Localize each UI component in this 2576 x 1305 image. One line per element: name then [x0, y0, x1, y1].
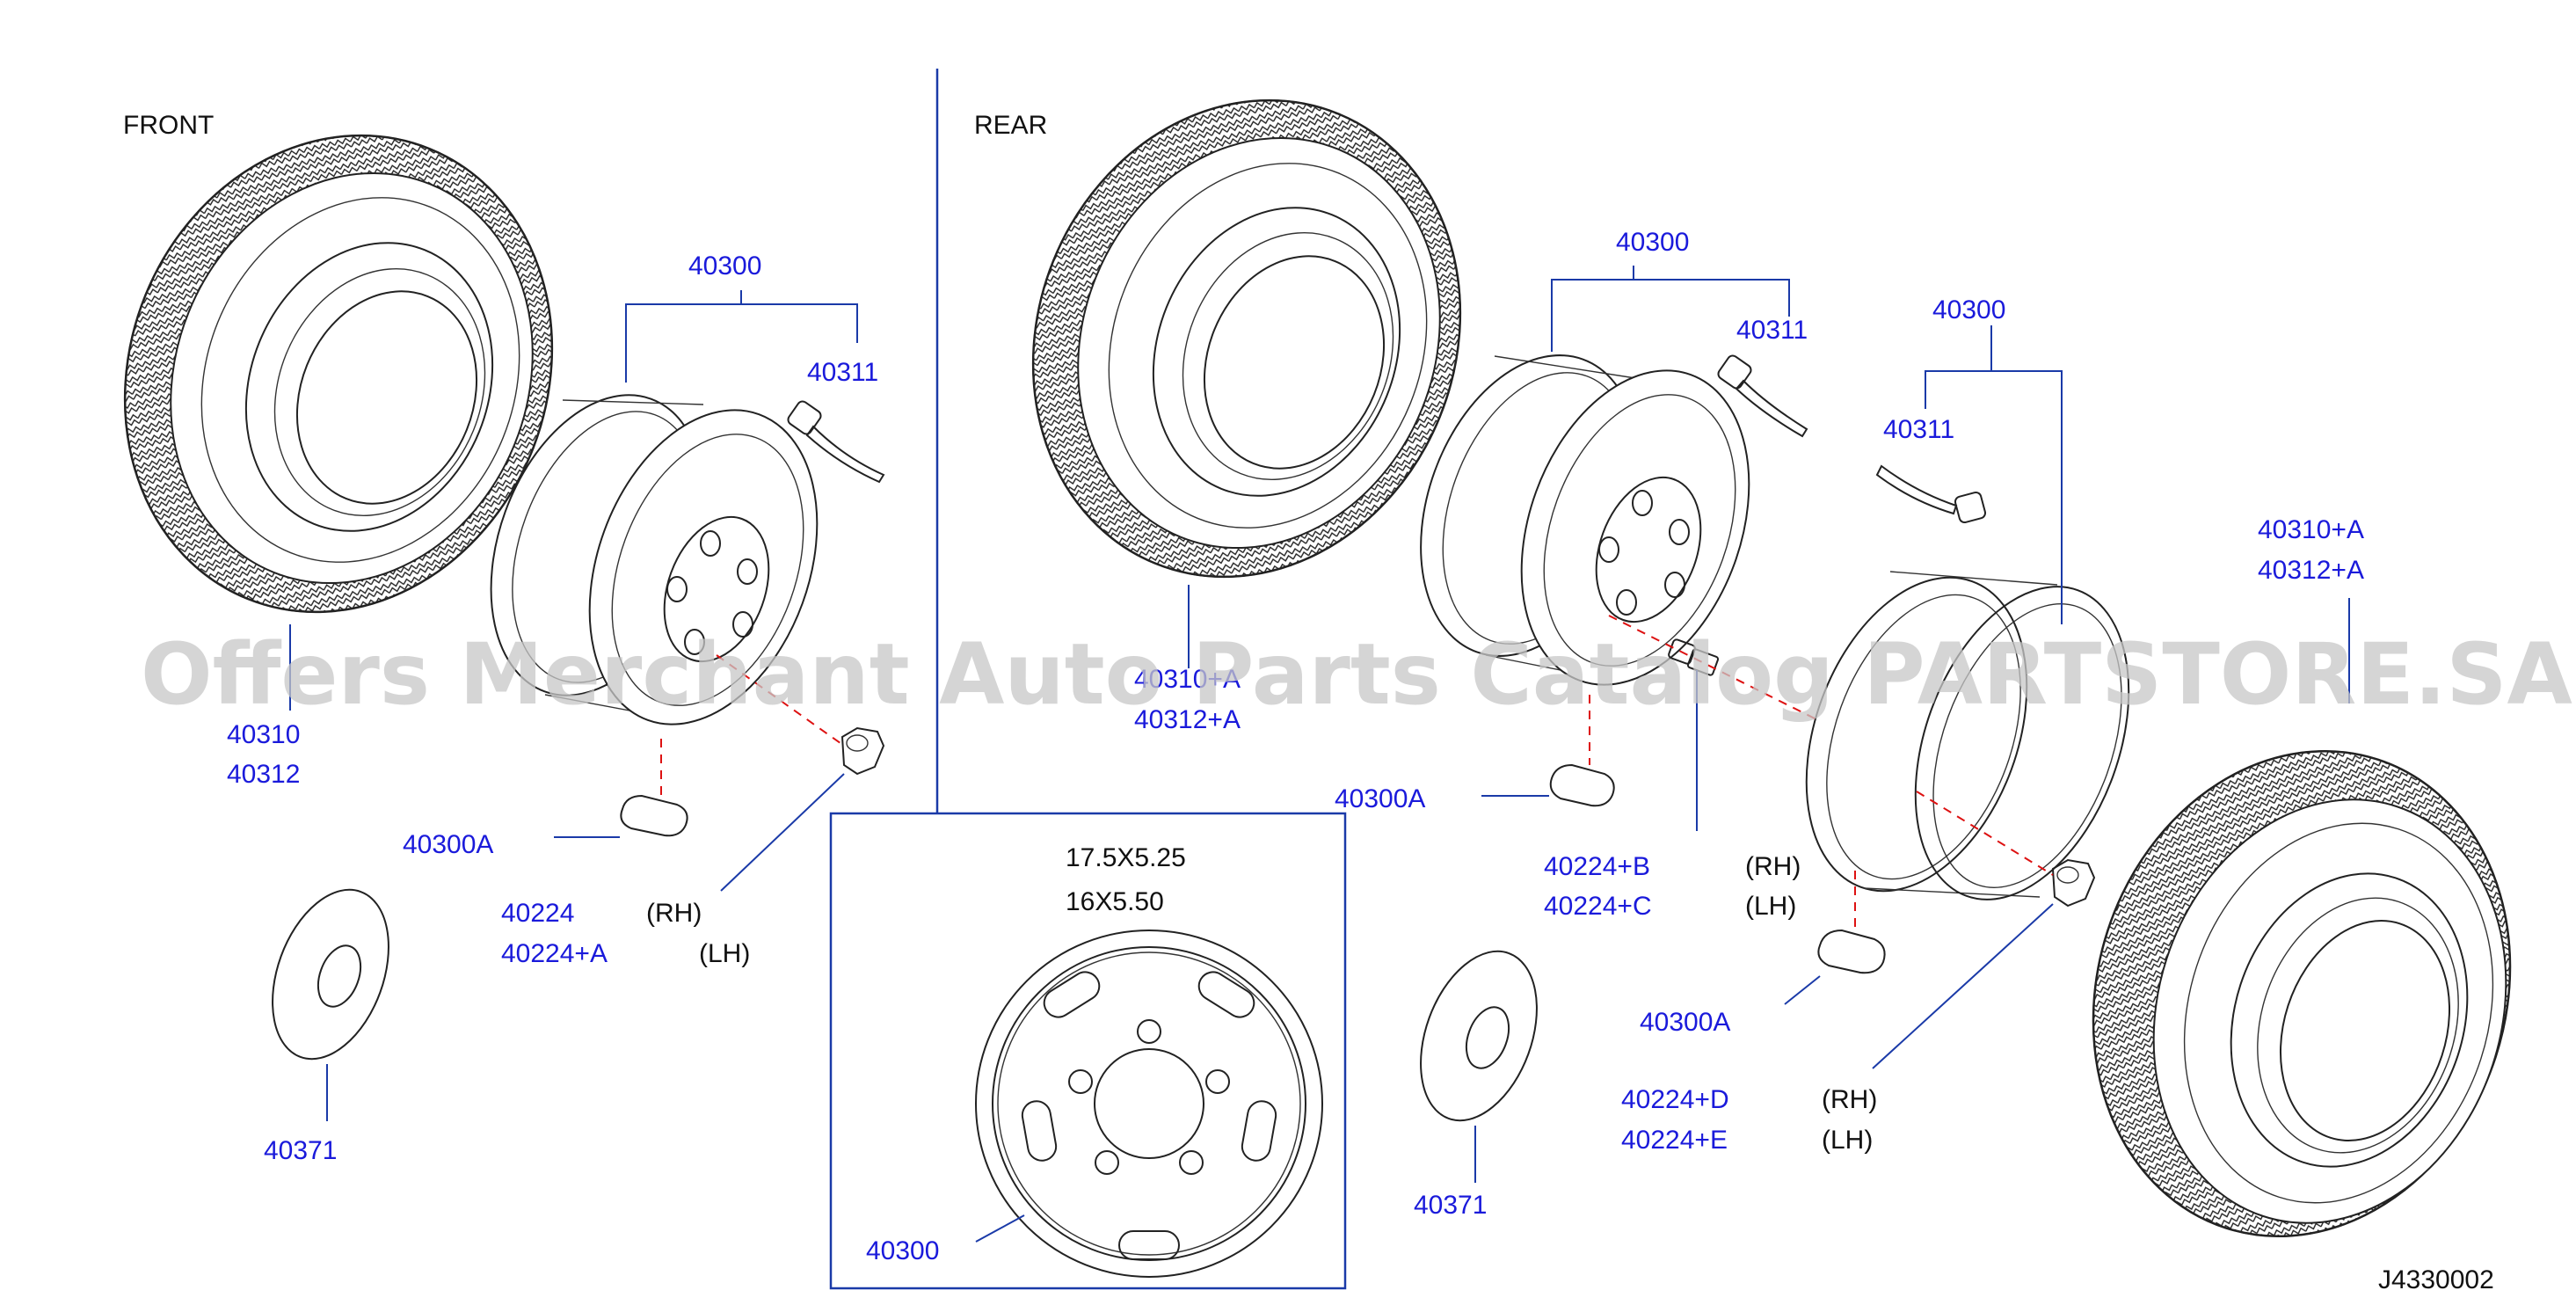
rear-outer-tire	[2092, 749, 2512, 1238]
rear-hub-cap	[1420, 950, 1538, 1122]
label-front-tire-b[interactable]: 40312	[227, 760, 300, 789]
leader-rear-outer-nut	[1872, 903, 2054, 1069]
rear-inner-wheel-nut	[1668, 638, 1720, 676]
front-tire	[123, 134, 554, 614]
label-rear-nut-inner-rh[interactable]: 40224+B	[1544, 852, 1650, 881]
leader-front-wheel	[625, 290, 858, 383]
front-balance-weight	[620, 794, 688, 837]
inset-size-1: 17.5X5.25	[1066, 843, 1186, 872]
centerline-rear-outer-nut	[1916, 791, 2054, 876]
diagram-code: J4330002	[2378, 1265, 2494, 1294]
label-front-weight[interactable]: 40300A	[403, 830, 493, 859]
leader-inset-wheel	[975, 1214, 1025, 1243]
label-rear-nut-inner-lh[interactable]: 40224+C	[1544, 892, 1652, 921]
inset-frame	[829, 812, 1347, 1290]
side-front-lh: (LH)	[699, 939, 750, 968]
inset-size-2: 16X5.50	[1066, 887, 1164, 916]
label-rear-cap[interactable]: 40371	[1414, 1191, 1487, 1220]
side-rear-inner-rh: (RH)	[1745, 852, 1801, 881]
rear-inner-wheel	[1420, 354, 1750, 686]
label-rear-tire-outer-a[interactable]: 40310+A	[2258, 515, 2364, 544]
label-front-valve[interactable]: 40311	[807, 358, 878, 387]
rear-outer-wheel	[1805, 571, 2130, 900]
label-front-nut-rh[interactable]: 40224	[501, 899, 574, 928]
front-hub-cap	[272, 888, 389, 1061]
label-front-cap[interactable]: 40371	[264, 1136, 337, 1165]
rear-outer-balance-weight	[1817, 929, 1886, 974]
side-front-rh: (RH)	[646, 899, 702, 928]
leader-rear-outer-weight	[1784, 975, 1821, 1005]
rear-inner-balance-weight	[1549, 763, 1615, 807]
label-rear-tire-inner-b[interactable]: 40312+A	[1134, 705, 1241, 734]
rear-inner-valve-stem	[1717, 354, 1808, 438]
label-rear-valve-outer[interactable]: 40311	[1883, 415, 1954, 444]
front-wheel-nut	[840, 726, 885, 776]
front-wheel	[490, 394, 819, 725]
label-rear-valve-inner[interactable]: 40311	[1736, 316, 1808, 345]
section-rear: REAR	[974, 111, 1047, 140]
inset-wheel-front-view	[975, 930, 1323, 1278]
watermark: Offers Merchant Auto Parts Catalog PARTS…	[141, 625, 2572, 724]
label-front-wheel[interactable]: 40300	[688, 252, 761, 281]
rear-outer-wheel-nut	[2051, 858, 2096, 908]
side-rear-outer-lh: (LH)	[1822, 1126, 1873, 1155]
label-rear-wheel-outer[interactable]: 40300	[1932, 295, 2005, 324]
label-inset-wheel[interactable]: 40300	[866, 1236, 939, 1265]
label-front-nut-lh[interactable]: 40224+A	[501, 939, 608, 968]
side-rear-outer-rh: (RH)	[1822, 1085, 1877, 1114]
label-rear-weight-inner[interactable]: 40300A	[1335, 784, 1425, 813]
label-rear-tire-outer-b[interactable]: 40312+A	[2258, 556, 2364, 585]
label-rear-nut-outer-rh[interactable]: 40224+D	[1621, 1085, 1729, 1114]
leader-rear-inner-wheel	[1551, 266, 1790, 352]
centerline-rear-nut	[1608, 615, 1821, 722]
label-rear-wheel-inner[interactable]: 40300	[1616, 228, 1689, 257]
label-rear-weight-outer[interactable]: 40300A	[1640, 1008, 1730, 1037]
label-rear-nut-outer-lh[interactable]: 40224+E	[1621, 1126, 1728, 1155]
rear-outer-valve-stem	[1875, 464, 1987, 524]
side-rear-inner-lh: (LH)	[1745, 892, 1796, 921]
labels: FRONT REAR 17.5X5.25 16X5.50 40300 40311…	[123, 111, 2494, 1294]
rear-inner-tire	[1031, 98, 1462, 579]
front-valve-stem	[787, 400, 885, 484]
centerline-front-nut	[716, 654, 845, 747]
leader-front-nut	[720, 773, 845, 892]
section-front: FRONT	[123, 111, 214, 140]
label-front-tire-a[interactable]: 40310	[227, 720, 300, 749]
leader-rear-outer-wheel	[1925, 325, 2063, 624]
label-rear-tire-inner-a[interactable]: 40310+A	[1134, 665, 1241, 694]
